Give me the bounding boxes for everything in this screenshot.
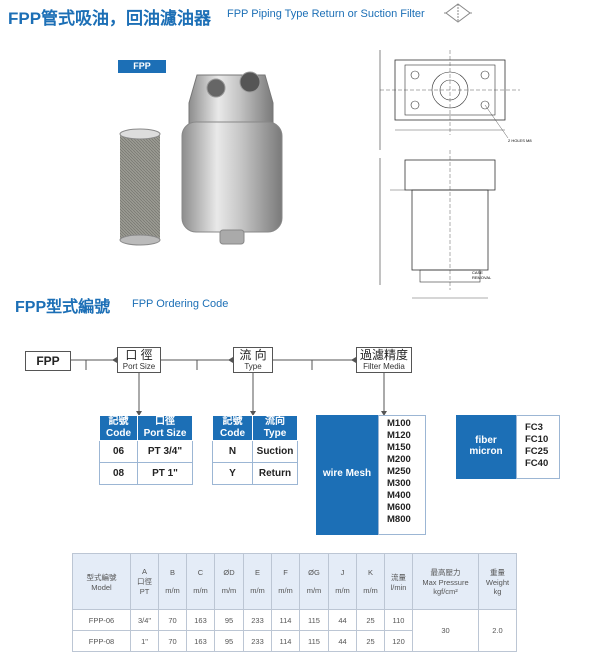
- list-item: FC25: [525, 446, 549, 457]
- micron-label: micron: [469, 446, 503, 457]
- list-item: M120: [387, 430, 411, 441]
- weight-value: 2.0: [478, 609, 517, 652]
- table-row: Y Return: [212, 462, 298, 485]
- port-size-zh: 口 徑: [125, 348, 153, 362]
- table-row: FPP-08 1" 70 163 95 233 114 115 44 25 12…: [72, 630, 517, 652]
- list-item: M150: [387, 442, 411, 453]
- ordering-title: FPP型式編號: [15, 299, 111, 316]
- type-box: 流 向 Type: [233, 347, 273, 373]
- table-row: FPP-06 3/4" 70 163 95 233 114 115 44 25 …: [72, 609, 517, 652]
- table-row: 06 PT 3/4": [99, 440, 193, 463]
- list-item: M200: [387, 454, 411, 465]
- ordering-connectors: [71, 357, 387, 416]
- ordering-subtitle: FPP Ordering Code: [132, 298, 229, 310]
- removal-label: REMOVAL: [472, 275, 492, 280]
- list-item: FC40: [525, 458, 549, 469]
- case-label: CASE: [472, 270, 483, 275]
- fiber-label: fiber: [475, 435, 497, 446]
- port-size-en: Port Size: [122, 362, 156, 371]
- fiber-panel: fiber micron: [456, 415, 516, 479]
- model-code-box: FPP: [25, 351, 71, 371]
- type-zh: 流 向: [239, 348, 267, 362]
- list-item: M600: [387, 502, 411, 513]
- list-item: FC10: [525, 434, 549, 445]
- wire-mesh-panel: wire Mesh: [316, 415, 378, 535]
- list-item: M800: [387, 514, 411, 525]
- filter-media-en: Filter Media: [363, 362, 405, 371]
- filter-media-zh: 過濾精度: [359, 348, 408, 362]
- wire-mesh-list: M100 M120 M150 M200 M250 M300 M400 M600 …: [378, 415, 426, 535]
- photo-tag: FPP: [118, 60, 166, 73]
- list-item: M100: [387, 418, 411, 429]
- product-photo: [119, 71, 283, 246]
- filter-symbol-icon: [444, 3, 472, 23]
- list-item: FC3: [525, 422, 543, 433]
- page-title: FPP管式吸油，回油濾油器: [8, 9, 212, 28]
- list-item: M250: [387, 466, 411, 477]
- table-row: N Suction: [212, 440, 298, 463]
- port-size-box: 口 徑 Port Size: [117, 347, 161, 373]
- table-row: 08 PT 1": [99, 462, 193, 485]
- fiber-list: FC3 FC10 FC25 FC40: [516, 415, 560, 479]
- page-subtitle: FPP Piping Type Return or Suction Filter: [227, 8, 425, 20]
- max-pressure-value: 30: [412, 609, 479, 652]
- technical-drawing: 2 HOLES M8 CASE REMOVAL: [379, 50, 532, 299]
- list-item: M400: [387, 490, 411, 501]
- holes-label: 2 HOLES M8: [508, 138, 532, 143]
- type-en: Type: [244, 362, 262, 371]
- wire-mesh-label: wire Mesh: [322, 468, 372, 479]
- list-item: M300: [387, 478, 411, 489]
- filter-media-box: 過濾精度 Filter Media: [356, 347, 412, 373]
